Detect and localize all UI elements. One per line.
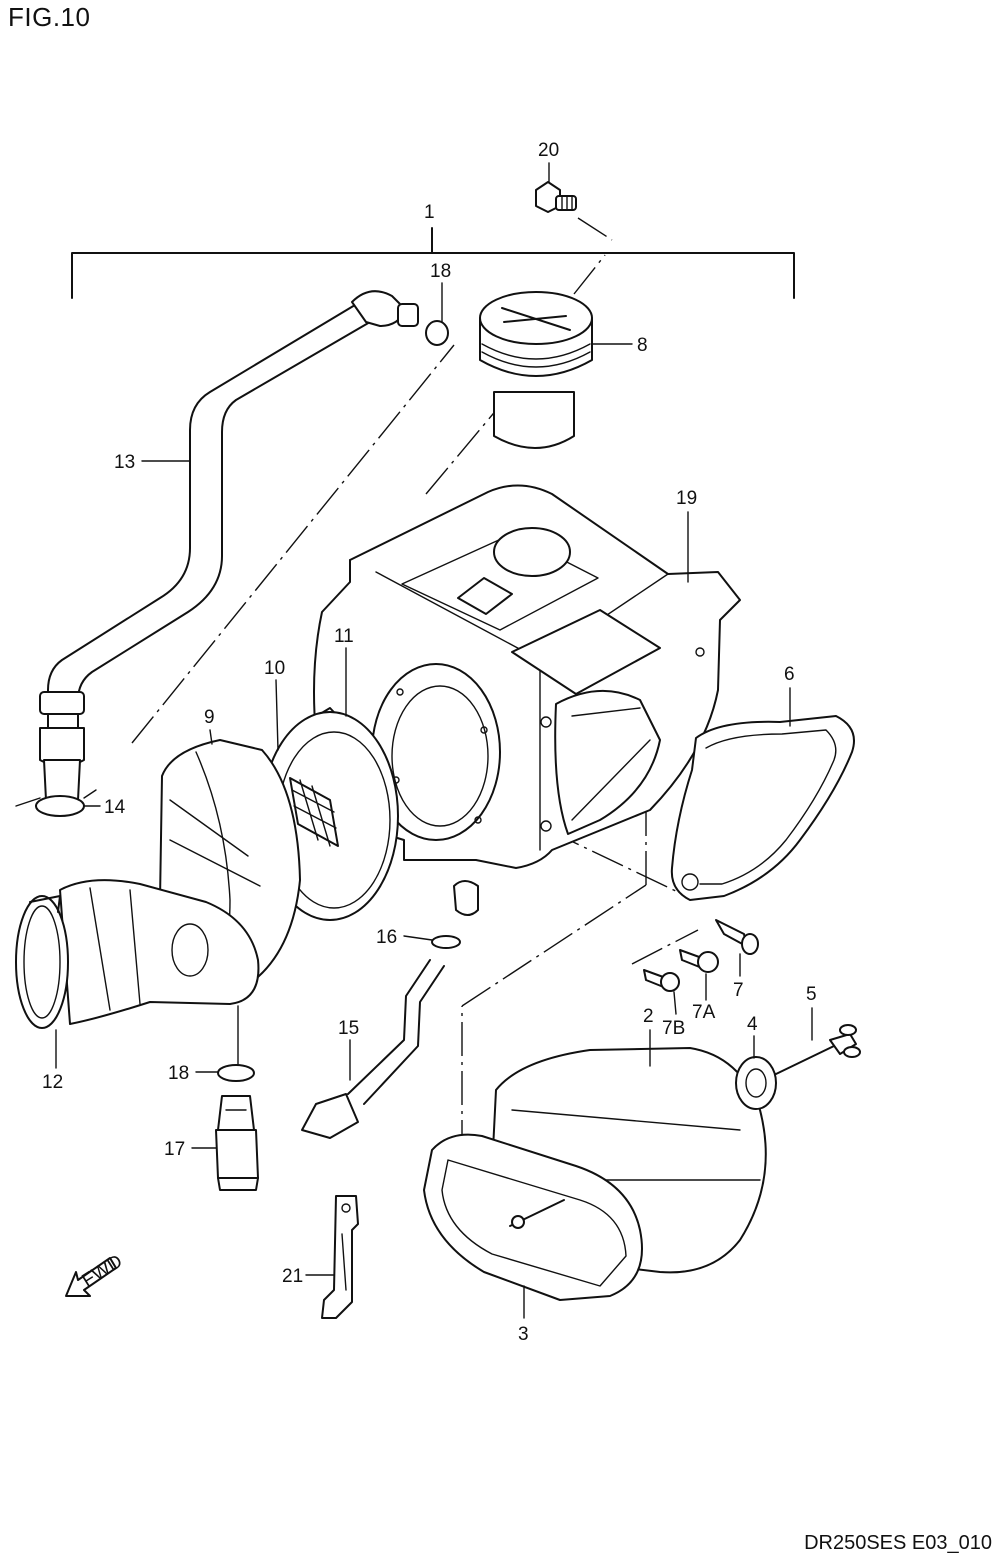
callout-11: 11 <box>334 626 354 647</box>
filter-frame-3 <box>423 1133 643 1301</box>
callout-7a: 7A <box>692 1002 716 1023</box>
breather-hose-13 <box>47 290 449 731</box>
callout-18-top: 18 <box>430 261 451 282</box>
fwd-arrow-icon: FWD <box>65 1251 127 1297</box>
callout-15: 15 <box>338 1018 359 1039</box>
callout-18-bottom: 18 <box>168 1063 189 1084</box>
callout-16: 16 <box>376 927 397 948</box>
callout-8: 8 <box>637 335 648 356</box>
figure-title: FIG.10 <box>8 2 91 32</box>
bolt-20 <box>535 181 577 213</box>
callout-12: 12 <box>42 1072 63 1093</box>
callout-5: 5 <box>806 984 817 1005</box>
side-cover-6 <box>670 715 855 901</box>
callout-2: 2 <box>643 1006 654 1027</box>
callout-3: 3 <box>518 1324 529 1345</box>
intake-duct-12 <box>15 879 260 1029</box>
callout-4: 4 <box>747 1014 758 1035</box>
callout-14: 14 <box>104 797 126 818</box>
air-box-19 <box>313 484 741 916</box>
fwd-label: FWD <box>79 1251 127 1292</box>
callout-7: 7 <box>733 980 744 1001</box>
callout-7b: 7B <box>662 1018 685 1039</box>
callout-13: 13 <box>114 452 135 473</box>
callout-20: 20 <box>538 140 559 161</box>
assembly-bracket <box>71 227 795 299</box>
screws-7 <box>643 919 759 992</box>
callout-17: 17 <box>164 1139 185 1160</box>
leader-lines <box>55 162 813 1319</box>
callout-9: 9 <box>204 707 215 728</box>
callout-21: 21 <box>282 1266 303 1287</box>
drain-hose-15 <box>301 935 461 1139</box>
callout-10: 10 <box>264 658 285 679</box>
intake-cap-8 <box>479 291 593 449</box>
fitting-14 <box>15 691 97 817</box>
bracket-21 <box>321 1195 359 1319</box>
drawing-code: DR250SES E03_010 <box>804 1532 992 1554</box>
callout-6: 6 <box>784 664 795 685</box>
plug-17 <box>215 1064 259 1191</box>
grommet-4 <box>735 1056 777 1110</box>
callout-19: 19 <box>676 488 697 509</box>
callout-labels: 1 2 3 4 5 6 7 7A 7B 8 9 10 11 12 13 14 1… <box>42 140 817 1345</box>
callout-1: 1 <box>424 202 435 223</box>
wing-bolt-5 <box>775 1024 861 1075</box>
